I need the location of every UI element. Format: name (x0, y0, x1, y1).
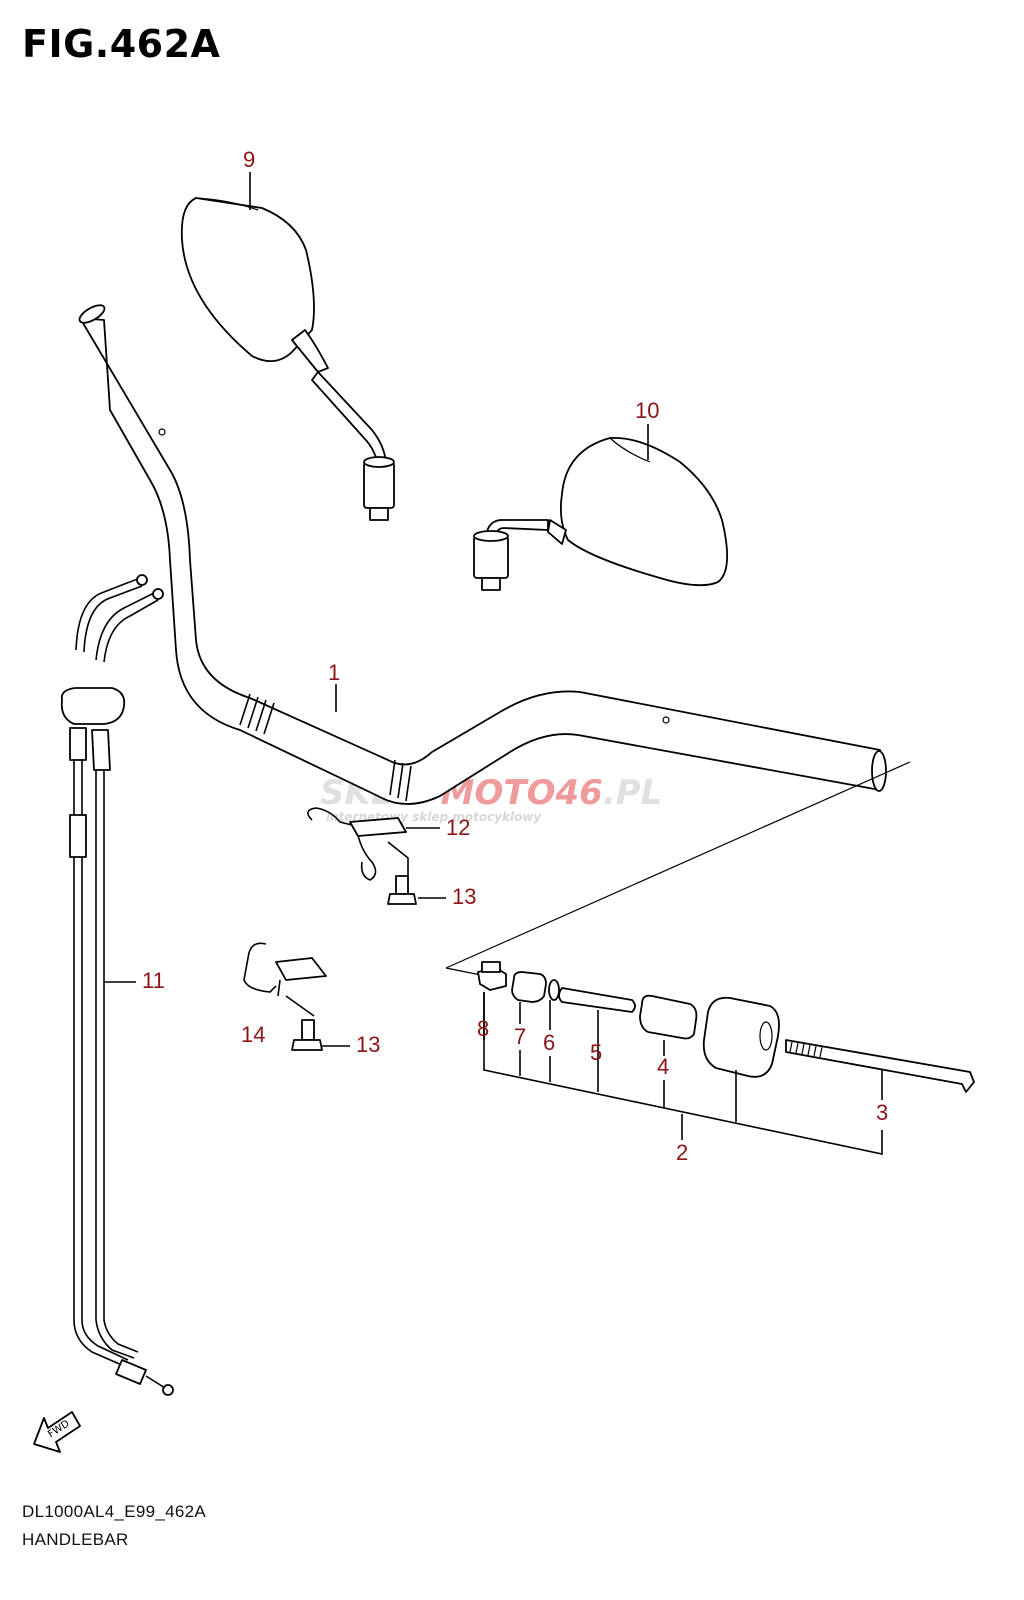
bar-end-assembly (445, 761, 975, 1093)
callout-10: 10 (635, 398, 659, 423)
figure-name: HANDLEBAR (22, 1530, 129, 1549)
callout-11: 11 (142, 968, 165, 993)
figure-title: FIG.462A (22, 22, 221, 66)
model-code: DL1000AL4_E99_462A (22, 1502, 207, 1521)
callout-1: 1 (328, 660, 340, 685)
callout-13-lower: 13 (356, 1032, 380, 1057)
mirror-left-part (180, 197, 395, 521)
callout-9: 9 (243, 147, 255, 172)
callout-13-upper: 13 (452, 884, 476, 909)
callout-6: 6 (543, 1030, 555, 1055)
callout-3: 3 (876, 1100, 888, 1125)
bolt-13a-part (387, 875, 417, 905)
callouts: 9 10 1 12 13 11 14 13 8 7 6 5 4 3 2 (142, 147, 888, 1165)
callout-5: 5 (590, 1040, 602, 1065)
leader-lines (104, 172, 883, 1155)
callout-14: 14 (241, 1022, 265, 1047)
callout-8: 8 (477, 1016, 489, 1041)
callout-4: 4 (657, 1054, 669, 1079)
callout-2: 2 (676, 1140, 688, 1165)
bolt-13b-part (291, 1019, 323, 1051)
bracket-14-part (243, 942, 327, 997)
watermark-brand-suffix: .PL (603, 773, 663, 813)
clamp-12-part (307, 807, 407, 881)
throttle-cables-part (60, 574, 174, 1396)
mirror-right-part (473, 437, 729, 591)
fwd-arrow-icon: FWD (33, 1411, 81, 1453)
handlebar-part (78, 304, 887, 805)
callout-12: 12 (446, 815, 470, 840)
watermark-brand-red: MOTO46 (441, 773, 603, 813)
callout-7: 7 (514, 1024, 526, 1049)
